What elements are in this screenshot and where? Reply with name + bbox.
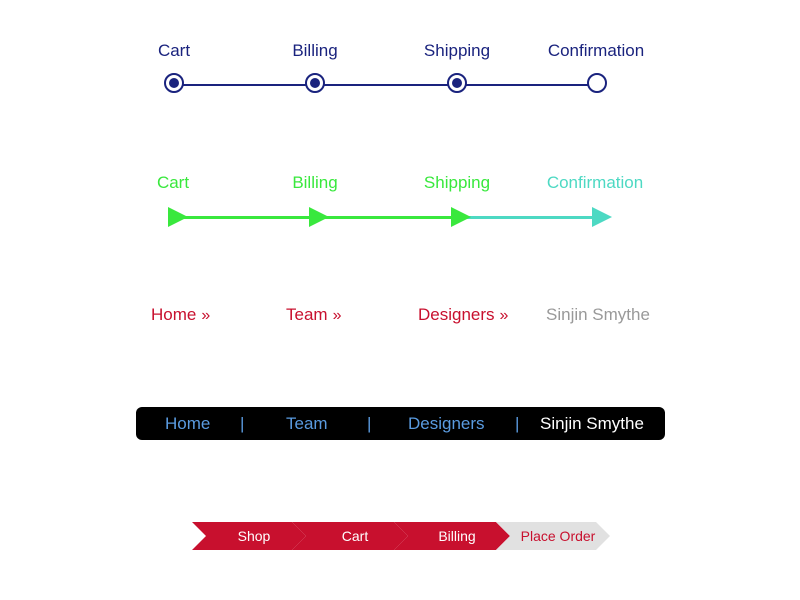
step-dot-confirmation[interactable]	[587, 73, 607, 93]
step-label-cart: Cart	[157, 41, 191, 60]
arrow-step-label-confirmation: Confirmation	[546, 173, 644, 192]
bar-current: Sinjin Smythe	[540, 414, 644, 433]
chevron-step-label: Billing	[438, 528, 476, 544]
double-chevron-right-icon: »	[499, 307, 509, 324]
bar-separator: |	[240, 414, 245, 433]
arrow-step-billing-icon[interactable]	[309, 207, 329, 227]
breadcrumb-item-home: Home»	[151, 305, 210, 326]
bar-link-home[interactable]: Home	[165, 414, 211, 433]
bar-separator: |	[367, 414, 372, 433]
arrow-track-remaining	[460, 216, 600, 219]
progress-track	[174, 84, 596, 86]
breadcrumb-bar: Home | Team | Designers | Sinjin Smythe	[136, 407, 665, 440]
arrow-step-cart-icon[interactable]	[168, 207, 188, 227]
chevron-step-billing[interactable]: Billing	[394, 522, 510, 550]
double-chevron-right-icon: »	[332, 307, 342, 324]
chevron-step-label: Cart	[341, 528, 369, 544]
step-dot-shipping[interactable]	[447, 73, 467, 93]
breadcrumb-item-team: Team»	[286, 305, 342, 326]
chevron-step-cart[interactable]: Cart	[292, 522, 408, 550]
double-chevron-right-icon: »	[201, 307, 210, 324]
breadcrumb-item-designers: Designers»	[418, 305, 509, 326]
bar-separator: |	[515, 414, 520, 433]
chevron-step-label: Shop	[237, 528, 271, 544]
step-label-billing: Billing	[292, 41, 338, 60]
arrow-step-shipping-icon[interactable]	[451, 207, 471, 227]
chevron-step-shop[interactable]: Shop	[192, 522, 306, 550]
arrow-step-confirmation-icon[interactable]	[592, 207, 612, 227]
step-label-shipping: Shipping	[423, 41, 491, 60]
step-dot-cart[interactable]	[164, 73, 184, 93]
breadcrumb-link-home[interactable]: Home	[151, 305, 197, 324]
chevron-step-place-order[interactable]: Place Order	[496, 522, 610, 550]
step-dot-billing[interactable]	[305, 73, 325, 93]
step-label-confirmation: Confirmation	[547, 41, 645, 60]
arrow-step-label-billing: Billing	[292, 173, 338, 192]
breadcrumb-link-team[interactable]: Team	[286, 305, 328, 324]
bar-link-designers[interactable]: Designers	[408, 414, 485, 433]
breadcrumb-link-designers[interactable]: Designers	[418, 305, 495, 324]
bar-link-team[interactable]: Team	[286, 414, 328, 433]
arrow-step-label-shipping: Shipping	[423, 173, 491, 192]
breadcrumb-current: Sinjin Smythe	[546, 305, 650, 324]
chevron-step-label: Place Order	[520, 528, 596, 544]
arrow-step-label-cart: Cart	[156, 173, 190, 192]
